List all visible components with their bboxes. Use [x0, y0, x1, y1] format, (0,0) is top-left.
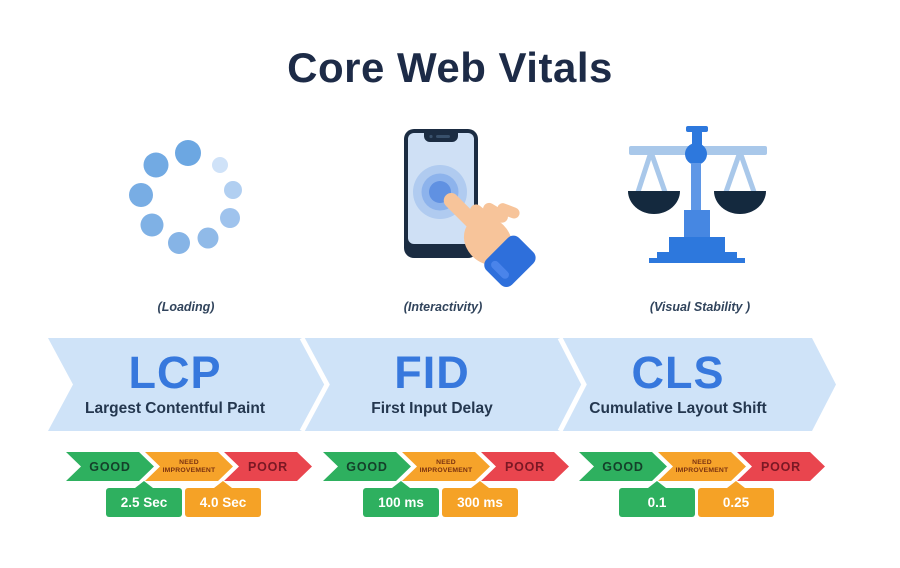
threshold-scale-cls: GOOD NEED IMPROVEMENT POOR 0.1 0.25 — [579, 452, 825, 517]
threshold-values: 0.1 0.25 — [579, 481, 825, 517]
need-improvement-segment: NEED IMPROVEMENT — [145, 452, 233, 481]
metric-name: Largest Contentful Paint — [85, 400, 265, 417]
good-threshold-value: 2.5 Sec — [106, 481, 182, 517]
good-label: GOOD — [346, 459, 388, 474]
poor-label: POOR — [504, 459, 545, 474]
category-label-visual-stability: (Visual Stability ) — [649, 300, 751, 314]
need-improvement-label: NEED IMPROVEMENT — [420, 459, 473, 474]
metric-block-fid: FID First Input Delay — [327, 349, 537, 419]
metric-name: First Input Delay — [371, 400, 493, 417]
metric-block-cls: CLS Cumulative Layout Shift — [573, 349, 783, 419]
good-segment: GOOD — [579, 452, 667, 481]
poor-segment: POOR — [737, 452, 825, 481]
metrics-arrow-band — [48, 336, 836, 433]
metric-acronym: LCP — [128, 347, 222, 398]
good-label: GOOD — [89, 459, 131, 474]
need-improvement-line1: NEED — [179, 459, 199, 466]
threshold-values: 2.5 Sec 4.0 Sec — [66, 481, 312, 517]
poor-threshold-value: 0.25 — [698, 481, 774, 517]
good-threshold-value: 0.1 — [619, 481, 695, 517]
page-title: Core Web Vitals — [287, 44, 613, 91]
rating-bar: GOOD NEED IMPROVEMENT POOR — [579, 452, 825, 481]
poor-segment: POOR — [481, 452, 569, 481]
category-label-loading: (Loading) — [157, 300, 215, 314]
poor-threshold-value: 4.0 Sec — [185, 481, 261, 517]
need-improvement-label: NEED IMPROVEMENT — [676, 459, 729, 474]
need-improvement-label: NEED IMPROVEMENT — [163, 459, 216, 474]
good-threshold-value: 100 ms — [363, 481, 439, 517]
balance-scale-icon — [628, 126, 767, 263]
good-label: GOOD — [602, 459, 644, 474]
need-improvement-line2: IMPROVEMENT — [675, 466, 729, 474]
need-improvement-segment: NEED IMPROVEMENT — [658, 452, 746, 481]
need-improvement-line1: NEED — [436, 459, 456, 466]
need-improvement-line2: IMPROVEMENT — [162, 466, 216, 474]
threshold-values: 100 ms 300 ms — [323, 481, 569, 517]
metric-acronym: FID — [394, 347, 470, 398]
poor-threshold-value: 300 ms — [442, 481, 518, 517]
tap-interaction-icon — [404, 129, 536, 288]
loading-spinner-icon — [129, 140, 242, 254]
good-segment: GOOD — [66, 452, 154, 481]
poor-label: POOR — [247, 459, 288, 474]
threshold-scale-fid: GOOD NEED IMPROVEMENT POOR 100 ms 300 ms — [323, 452, 569, 517]
metric-name: Cumulative Layout Shift — [589, 400, 767, 417]
metric-acronym: CLS — [631, 347, 725, 398]
pointing-hand — [443, 193, 536, 288]
poor-segment: POOR — [224, 452, 312, 481]
good-segment: GOOD — [323, 452, 411, 481]
need-improvement-segment: NEED IMPROVEMENT — [402, 452, 490, 481]
metric-block-lcp: LCP Largest Contentful Paint — [70, 349, 280, 419]
rating-bar: GOOD NEED IMPROVEMENT POOR — [323, 452, 569, 481]
category-label-interactivity: (Interactivity) — [403, 300, 483, 314]
need-improvement-line1: NEED — [692, 459, 712, 466]
poor-label: POOR — [760, 459, 801, 474]
rating-bar: GOOD NEED IMPROVEMENT POOR — [66, 452, 312, 481]
threshold-scale-lcp: GOOD NEED IMPROVEMENT POOR 2.5 Sec 4.0 S… — [66, 452, 312, 517]
need-improvement-line2: IMPROVEMENT — [419, 466, 473, 474]
